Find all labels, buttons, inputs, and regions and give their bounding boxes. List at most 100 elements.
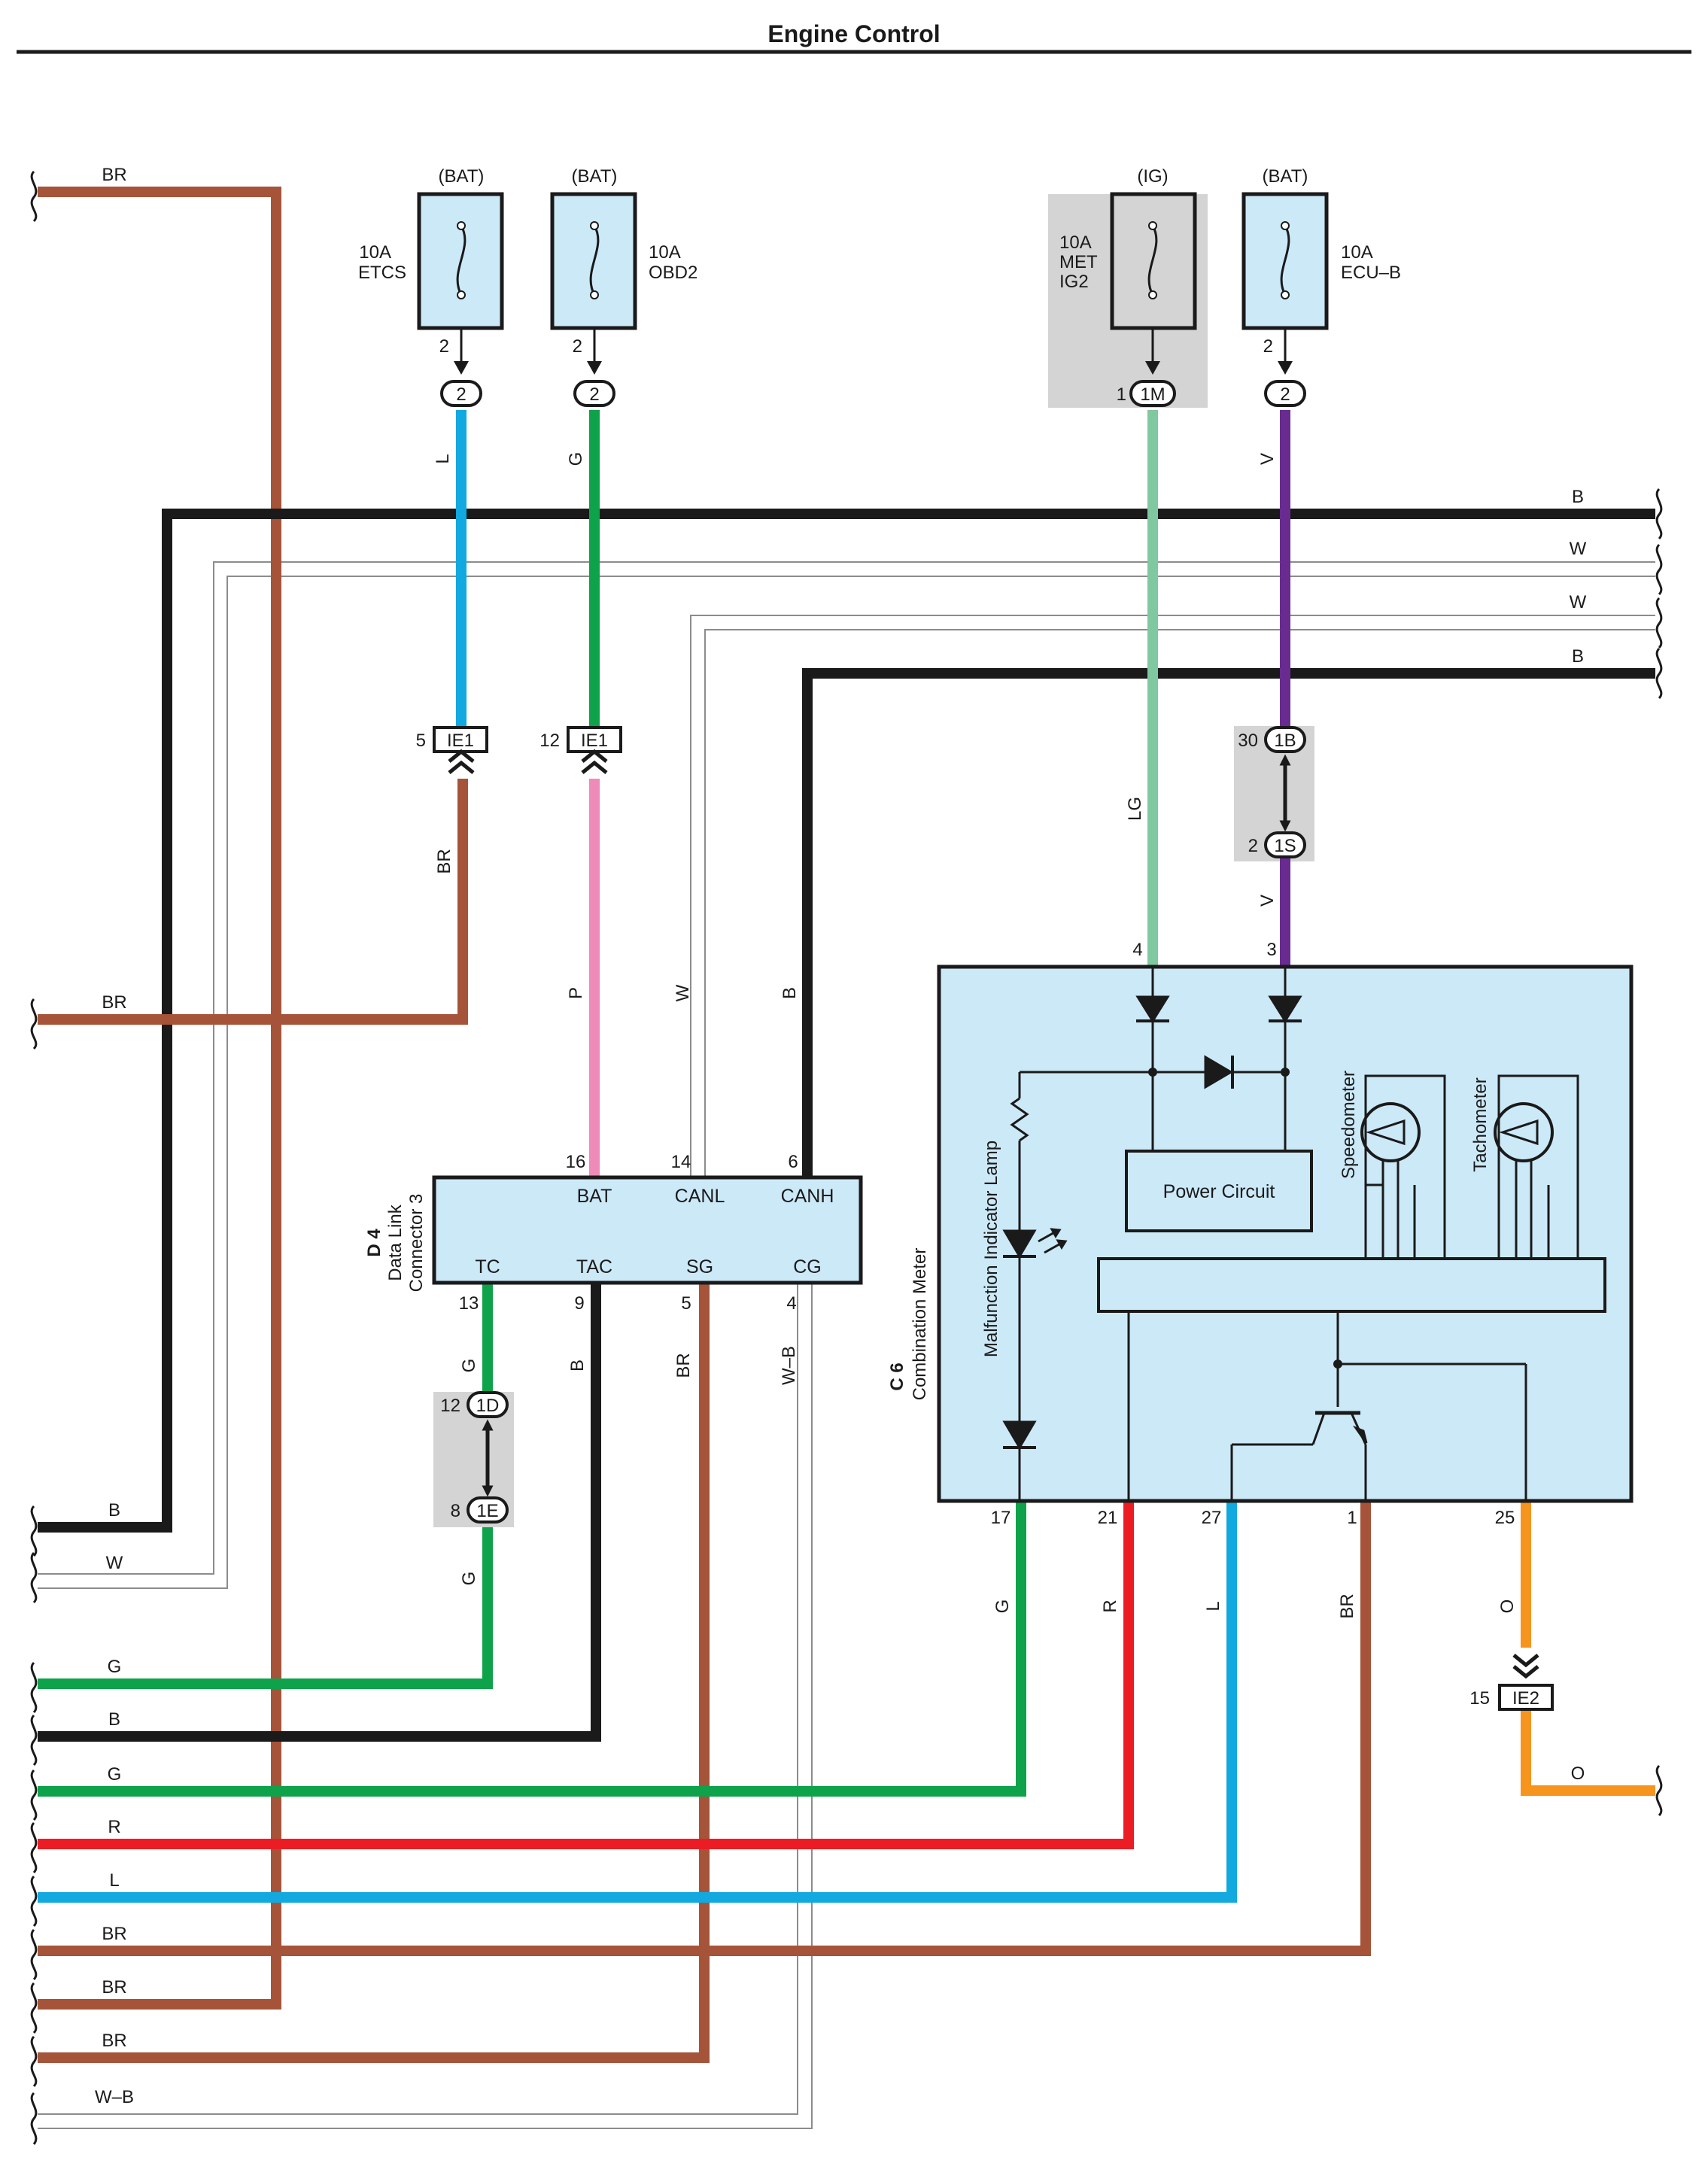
white-wires — [38, 561, 1655, 2129]
fuse-source: (BAT) — [1263, 166, 1308, 187]
connector-name: IE2 — [1512, 1688, 1539, 1709]
fuse-rating: 10A — [649, 242, 681, 263]
dlc-terminal: SG — [686, 1256, 713, 1277]
wire-label: B — [1572, 646, 1584, 667]
fuse-icon — [589, 225, 600, 296]
connector-ie1-obd2: 12 IE1 — [539, 726, 622, 774]
wire-label: BR — [102, 992, 126, 1013]
wire-label: L — [1203, 1601, 1223, 1611]
dlc-pin: 4 — [786, 1293, 796, 1314]
connector-pin: 12 — [539, 731, 560, 751]
connector-pin: 5 — [416, 731, 426, 751]
dlc-terminal: CANH — [781, 1186, 834, 1207]
fuse-rating: 10A — [1341, 242, 1373, 263]
wire-label: BR — [102, 1924, 126, 1944]
wire-label: O — [1497, 1599, 1518, 1614]
connector-oval — [1129, 380, 1176, 407]
meter-pin: 25 — [1495, 1508, 1515, 1528]
fuse-ecu-b: (BAT) 10A ECU–B 2 2 — [1241, 166, 1401, 407]
wire-label: BR — [102, 2031, 126, 2051]
meter-driver-bar — [1097, 1257, 1606, 1313]
wire-br-long — [38, 187, 281, 2010]
meter-pin: 21 — [1098, 1508, 1118, 1528]
fuse-obd2: (BAT) 10A OBD2 2 2 — [550, 166, 697, 407]
connector-name: IE1 — [447, 731, 474, 751]
meter-pin: 3 — [1266, 940, 1276, 960]
wire-label: W — [673, 984, 693, 1001]
wire-r-21 — [38, 1501, 1134, 1849]
page-title: Engine Control — [767, 20, 940, 47]
wire-label: B — [1572, 487, 1584, 507]
wire-label: W — [1570, 539, 1587, 559]
fuse-icon — [456, 225, 467, 296]
power-circuit-box — [1125, 1150, 1313, 1232]
dlc-pin: 6 — [788, 1152, 798, 1172]
connector-label: 2 — [1280, 384, 1290, 405]
wire-label: BR — [673, 1353, 694, 1378]
tachometer-icon — [1494, 1074, 1579, 1259]
dlc-pin: 14 — [671, 1152, 691, 1172]
connector-label: 2 — [456, 384, 466, 405]
fuse-met-ig2: (IG) 10A MET IG2 1 1M — [1059, 166, 1197, 407]
connector-pin: 2 — [1248, 836, 1258, 856]
wire-label: B — [780, 987, 800, 999]
speedometer-label: Speedometer — [1339, 1071, 1359, 1179]
thick-wires — [38, 187, 1655, 2063]
fuse-pin: 2 — [1263, 336, 1273, 357]
wire-label: G — [459, 1572, 479, 1586]
wire-label: R — [108, 1817, 120, 1837]
wire-label: G — [108, 1657, 122, 1677]
wire-label: R — [1100, 1599, 1120, 1612]
right-continuation-marks — [1655, 488, 1663, 1817]
connector-ie2: 15 IE2 — [1469, 1654, 1554, 1711]
wire-label: L — [109, 1870, 119, 1891]
junction-1b-1s: 30 1B 2 1S — [1238, 726, 1306, 858]
meter-internal-circuit — [1002, 967, 1550, 1501]
meter-pin: 1 — [1347, 1508, 1357, 1528]
speedometer-icon — [1360, 1074, 1446, 1259]
wire-label: BR — [434, 849, 454, 873]
connector-label: 2 — [589, 384, 599, 405]
dlc-terminal: TC — [475, 1256, 500, 1277]
fuse-source: (BAT) — [572, 166, 618, 187]
wire-label: V — [1257, 895, 1278, 907]
connector-pin: 12 — [440, 1396, 460, 1416]
wire-br-1 — [38, 1501, 1371, 1956]
data-link-connector-3: 16 14 6 BAT CANL CANH TC TAC SG CG 13 9 … — [364, 1152, 863, 1314]
dlc-name-1: Data Link — [385, 1204, 406, 1280]
fuse-etcs: (BAT) 10A ETCS 2 2 — [358, 166, 504, 407]
connector-name: 1E — [476, 1501, 498, 1521]
fuse-pin: 1 — [1117, 384, 1126, 405]
wire-label: B — [567, 1359, 588, 1372]
wire-br-etcs — [38, 779, 468, 1025]
dlc-terminal: BAT — [577, 1186, 612, 1207]
wire-b-canh — [802, 668, 1655, 1177]
wire-label: G — [566, 452, 586, 466]
connector-pin: 15 — [1469, 1688, 1490, 1709]
fuse-icon — [1280, 225, 1290, 296]
wire-o-end — [1521, 1685, 1655, 1796]
wire-label: G — [108, 1764, 122, 1785]
connector-oval — [573, 380, 615, 407]
connector-name: 1S — [1274, 836, 1296, 856]
wire-label: B — [108, 1500, 120, 1520]
wire-label: B — [108, 1709, 120, 1730]
connector-name: 1D — [476, 1396, 500, 1416]
connector-name: IE1 — [581, 731, 608, 751]
combination-meter: 4 3 — [887, 940, 1634, 1528]
wire-label: W — [1570, 592, 1587, 612]
connector-ie1-etcs: 5 IE1 — [416, 726, 488, 774]
fuse-rating: 10A — [1059, 232, 1092, 253]
meter-name: Combination Meter — [910, 1248, 930, 1401]
fuse-source: (IG) — [1137, 166, 1168, 187]
power-circuit-label: Power Circuit — [1163, 1181, 1275, 1202]
fuse-name: ECU–B — [1341, 263, 1401, 283]
tachometer-label: Tachometer — [1470, 1077, 1491, 1171]
wire-label: BR — [1337, 1593, 1357, 1618]
dlc-code: D 4 — [364, 1229, 384, 1257]
connector-oval — [440, 380, 482, 407]
fuse-pin: 2 — [439, 336, 449, 357]
meter-pin: 4 — [1132, 940, 1142, 960]
wire-label: G — [459, 1359, 479, 1373]
